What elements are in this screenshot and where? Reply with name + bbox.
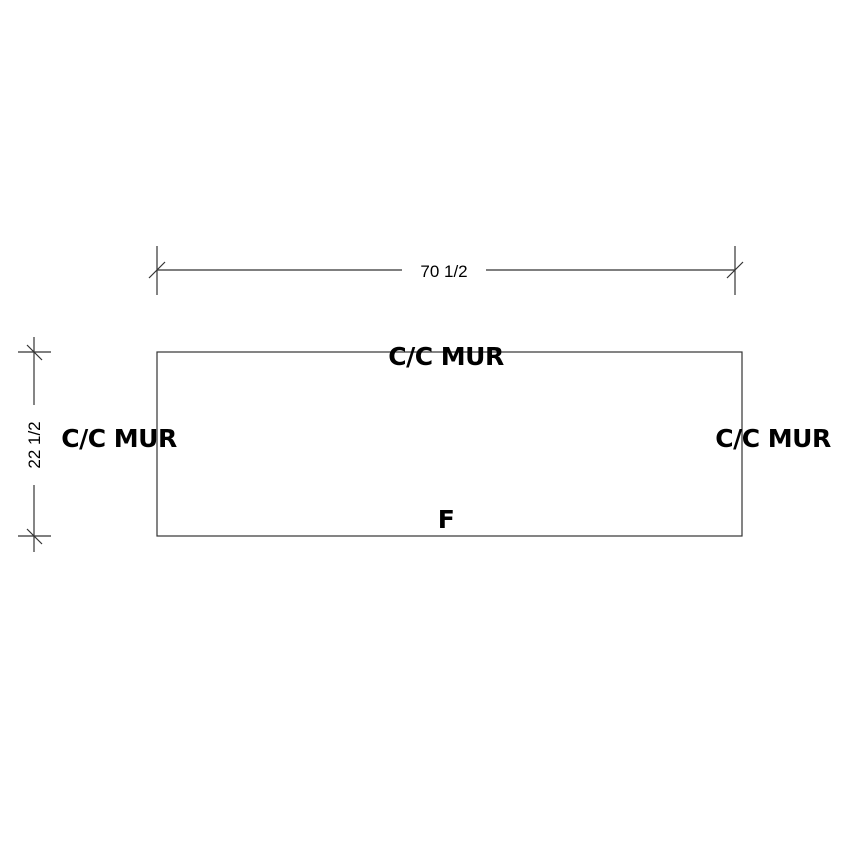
room-outline [156,351,743,537]
width-dimension-line [148,246,744,295]
wall-label-right: C/C MUR [715,424,831,453]
wall-label-top: C/C MUR [388,342,504,371]
width-dimension-label: 70 1/2 [420,262,467,281]
wall-label-left: C/C MUR [61,424,177,453]
height-dimension-label: 22 1/2 [25,421,44,468]
height-dimension-line [18,337,51,552]
wall-label-bottom: F [438,505,455,534]
